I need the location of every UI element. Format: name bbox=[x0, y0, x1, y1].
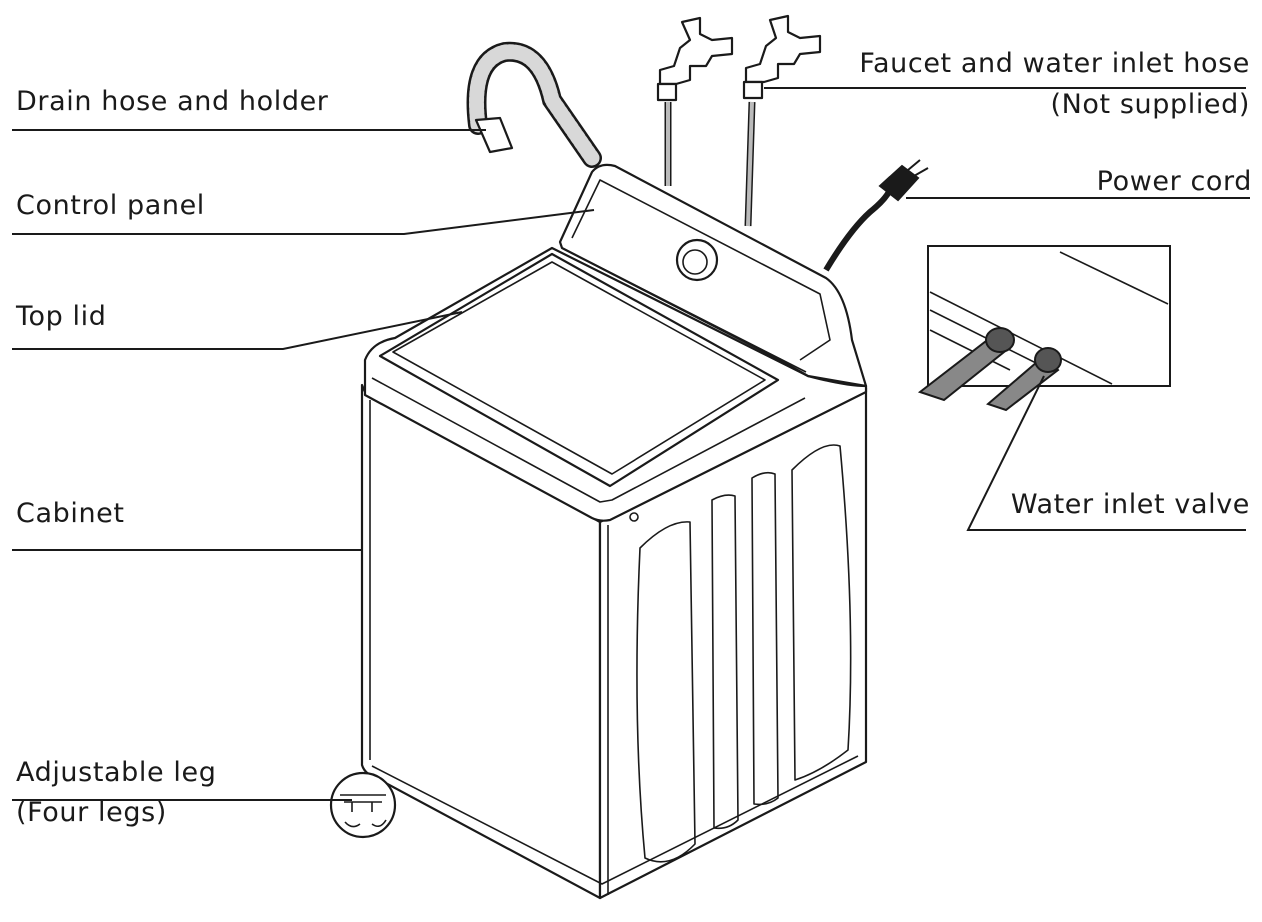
top-lid-front-lip bbox=[371, 377, 806, 503]
label-adjustable-leg-line1: Adjustable leg bbox=[16, 757, 217, 788]
inset-back-edge bbox=[1059, 251, 1169, 305]
faucet-left-nozzle bbox=[656, 82, 678, 102]
cabinet-bottom-trim bbox=[371, 755, 859, 885]
label-top-lid: Top lid bbox=[16, 301, 107, 332]
faucet-right bbox=[744, 14, 822, 84]
lid-lock-dot bbox=[629, 512, 639, 522]
faucets-and-hoses bbox=[656, 14, 822, 227]
inlet-hose-right-fill bbox=[746, 101, 754, 227]
faucet-right-nozzle bbox=[742, 80, 764, 100]
cabinet-panel-2 bbox=[711, 494, 739, 830]
cabinet-panel-3 bbox=[751, 471, 779, 806]
drain-hose bbox=[466, 41, 602, 168]
label-drain-hose: Drain hose and holder bbox=[16, 86, 329, 117]
label-water-inlet-valve: Water inlet valve bbox=[1010, 489, 1250, 520]
label-control-panel: Control panel bbox=[16, 190, 205, 221]
leader-water-inlet-valve bbox=[966, 375, 1246, 531]
power-plug-prongs bbox=[907, 159, 929, 177]
power-cord-wire bbox=[823, 188, 893, 272]
drain-hose-tube-fill bbox=[469, 44, 600, 166]
leader-lines bbox=[12, 87, 1250, 801]
cabinet-panel-1 bbox=[636, 521, 696, 863]
top-lid-inner bbox=[392, 261, 766, 475]
power-plug bbox=[878, 164, 920, 202]
leader-top-lid bbox=[12, 311, 463, 350]
label-cabinet: Cabinet bbox=[16, 498, 125, 529]
cabinet-panel-4 bbox=[791, 444, 852, 781]
label-faucet-line2: (Not supplied) bbox=[1050, 89, 1250, 120]
leader-control-panel bbox=[12, 209, 595, 235]
adjustable-leg-foot bbox=[340, 794, 386, 812]
control-knob-inner bbox=[682, 249, 708, 275]
inset-valve-fitting-right bbox=[1034, 347, 1062, 373]
washer-illustration bbox=[329, 163, 868, 900]
water-inlet-valve-inset bbox=[917, 245, 1171, 412]
drain-hose-holder bbox=[474, 116, 514, 154]
label-power-cord: Power cord bbox=[1096, 166, 1252, 197]
top-lid bbox=[378, 252, 780, 488]
control-panel-face bbox=[571, 179, 831, 361]
control-panel-console bbox=[558, 163, 868, 388]
label-faucet-line1: Faucet and water inlet hose bbox=[859, 48, 1250, 79]
power-cord bbox=[823, 159, 929, 272]
label-adjustable-leg-line2: (Four legs) bbox=[16, 797, 167, 828]
control-panel-base-line bbox=[561, 247, 807, 373]
adjustable-leg-rotate-arrows bbox=[344, 819, 387, 828]
faucet-left bbox=[658, 16, 734, 86]
adjustable-leg-detail-circle bbox=[329, 771, 397, 839]
inset-valve-fitting-left bbox=[985, 327, 1015, 353]
